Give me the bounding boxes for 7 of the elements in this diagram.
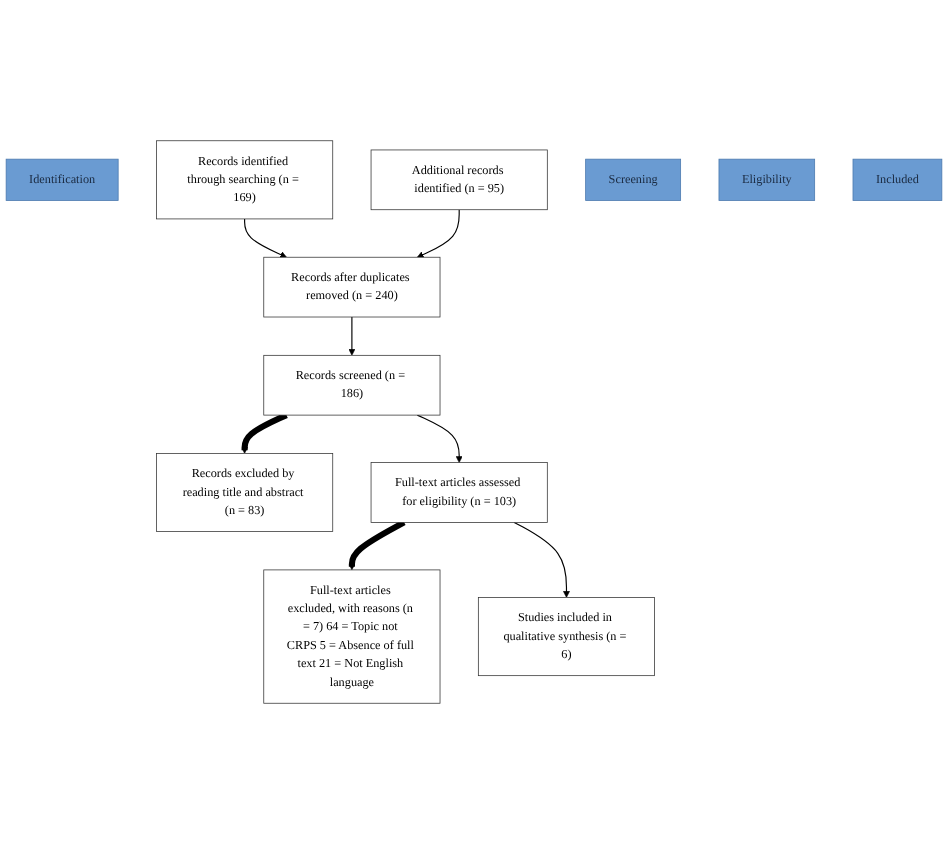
arrow <box>348 519 406 571</box>
arrow <box>513 521 570 598</box>
arrow <box>416 209 460 258</box>
arrow <box>416 414 463 463</box>
arrow <box>244 218 287 258</box>
arrow <box>348 316 356 356</box>
arrow <box>241 412 288 454</box>
